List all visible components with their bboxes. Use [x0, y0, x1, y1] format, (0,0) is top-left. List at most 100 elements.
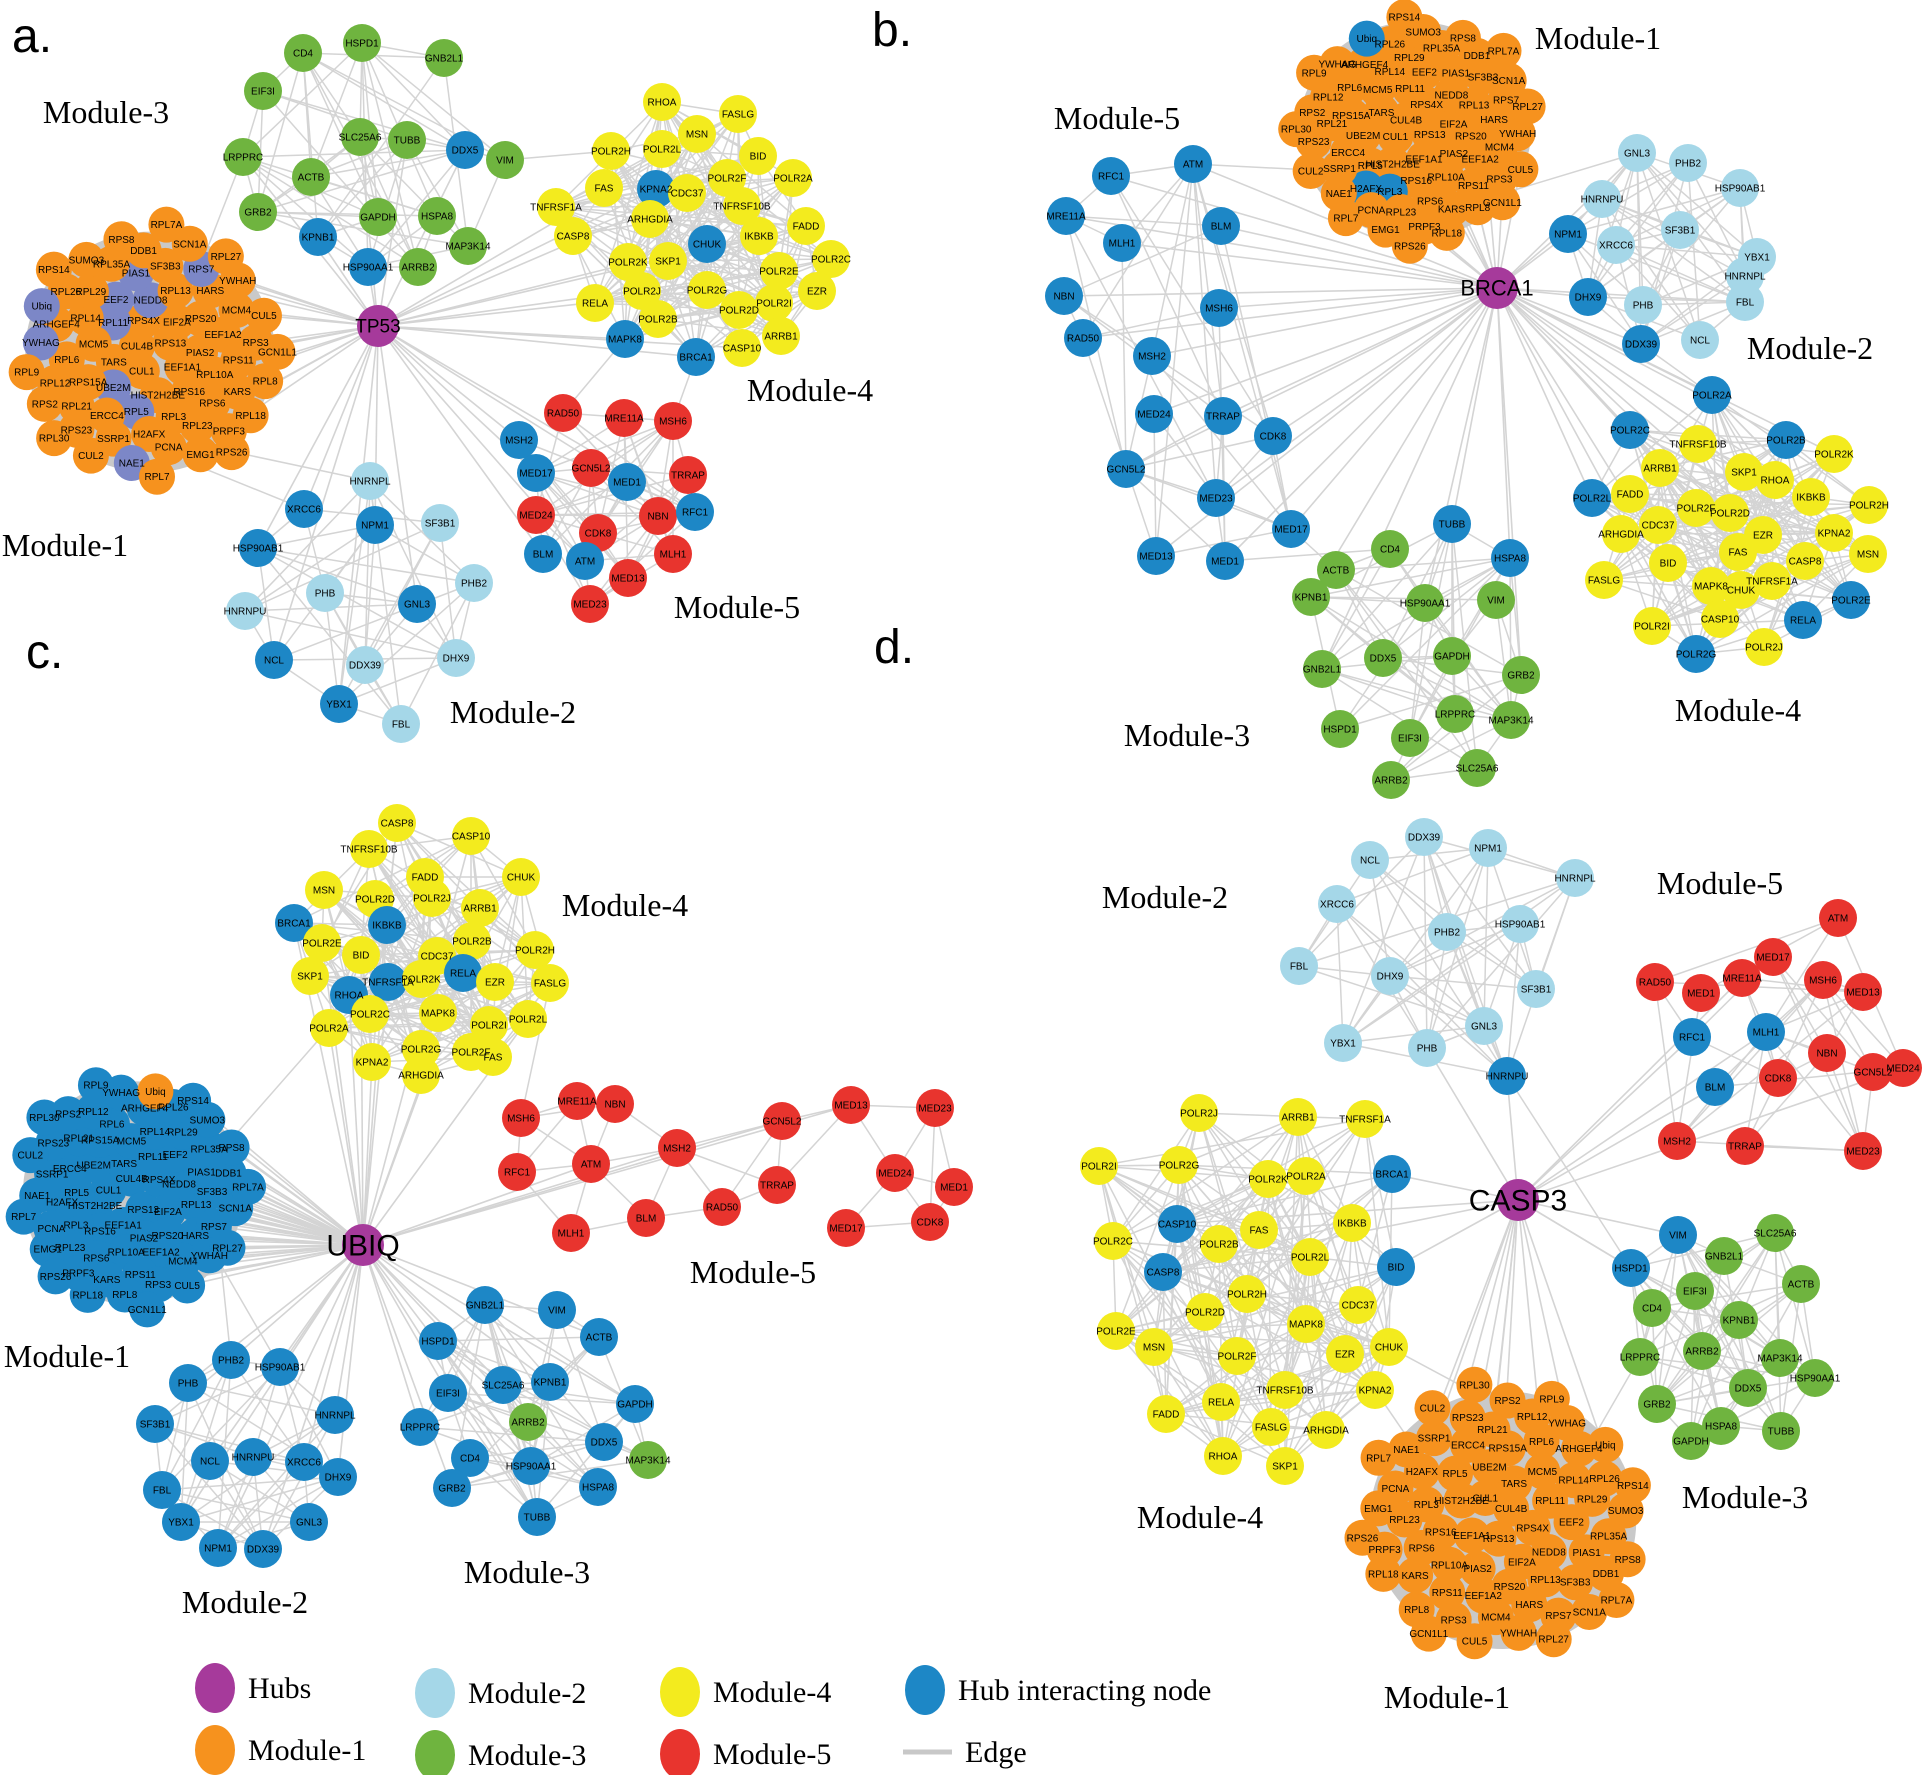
gene-label: YWHAH	[219, 276, 256, 287]
gene-label: EIF2A	[1440, 120, 1468, 131]
gene-node	[1524, 1453, 1561, 1490]
gene-node	[1491, 539, 1529, 577]
gene-node	[1489, 1382, 1526, 1419]
gene-label: POLR2K	[401, 975, 441, 986]
gene-label: SSRP1	[97, 434, 130, 445]
gene-label: H2AFX	[133, 430, 166, 441]
gene-node	[1612, 1249, 1650, 1287]
gene-label: HSPD1	[1323, 725, 1357, 736]
gene-label: VIM	[1669, 1231, 1687, 1242]
gene-label: MRE11A	[1046, 212, 1086, 223]
gene-label: CDK8	[917, 1218, 944, 1229]
gene-label: HSP90AA1	[1400, 599, 1451, 610]
gene-node	[502, 1099, 540, 1137]
gene-label: RPL23	[182, 421, 213, 432]
gene-label: LRPPRC	[1620, 1353, 1661, 1364]
gene-label: TRRAP	[1728, 1142, 1762, 1153]
gene-label: POLR2J	[623, 287, 661, 298]
gene-node	[1228, 1275, 1266, 1313]
gene-label: UBE2M	[76, 1160, 110, 1171]
gene-label: RPL29	[167, 1127, 198, 1138]
gene-label: H2AFX	[1350, 184, 1383, 195]
gene-node	[669, 456, 707, 494]
gene-node	[1477, 581, 1515, 619]
gene-node	[1047, 197, 1085, 235]
gene-label: KARS	[1402, 1571, 1430, 1582]
gene-label: CHUK	[507, 873, 536, 884]
gene-label: TRRAP	[671, 471, 705, 482]
gene-label: PHB	[178, 1379, 199, 1390]
gene-label: POLR2E	[759, 267, 799, 278]
gene-label: RPS15A	[1332, 111, 1371, 122]
gene-node	[1530, 1533, 1567, 1570]
gene-node	[1762, 1412, 1800, 1450]
gene-label: RPS11	[125, 1270, 156, 1281]
legend-label: Module-5	[713, 1738, 831, 1771]
gene-node	[512, 1447, 550, 1485]
gene-label: HSPD1	[421, 1337, 455, 1348]
gene-label: CUL1	[1473, 1494, 1499, 1505]
gene-label: KPNB1	[302, 233, 335, 244]
module-label: Module-1	[1384, 1679, 1510, 1715]
gene-node	[77, 1067, 114, 1104]
gene-node	[1693, 376, 1731, 414]
gene-label: EZR	[1335, 1350, 1355, 1361]
gene-node	[1792, 478, 1830, 516]
module-label: Module-1	[1535, 20, 1661, 56]
gene-label: RELA	[1790, 616, 1816, 627]
gene-label: HNRNPU	[1486, 1072, 1529, 1083]
gene-label: RPS11	[1458, 181, 1489, 192]
gene-node	[1307, 1411, 1345, 1449]
gene-label: CUL4B	[116, 1174, 149, 1185]
gene-label: EEF2	[1412, 67, 1437, 78]
gene-node	[22, 324, 59, 361]
gene-node	[232, 397, 269, 434]
gene-node	[1397, 1557, 1434, 1594]
gene-node	[1456, 1623, 1493, 1660]
gene-label: DDX39	[1408, 833, 1441, 844]
gene-label: RPS23	[1298, 137, 1330, 148]
hub-label: UBIQ	[326, 1230, 399, 1263]
gene-label: ATM	[581, 1160, 601, 1171]
gene-label: POLR2E	[302, 939, 342, 950]
gene-label: HSP90AA1	[506, 1462, 557, 1473]
gene-node	[1107, 450, 1145, 488]
gene-node	[179, 407, 216, 444]
gene-node	[1204, 397, 1242, 435]
gene-node	[1754, 938, 1792, 976]
gene-label: POLR2H	[1227, 1290, 1267, 1301]
gene-label: RPL5	[124, 407, 149, 418]
gene-label: XRCC6	[1320, 900, 1354, 911]
gene-node	[1202, 207, 1240, 245]
gene-label: CUL5	[251, 311, 277, 322]
gene-label: RPS26	[1394, 241, 1426, 252]
gene-label: FADD	[412, 873, 439, 884]
module-label: Module-4	[1137, 1499, 1263, 1535]
gene-label: PHB	[1633, 301, 1654, 312]
gene-label: RPL6	[1337, 83, 1362, 94]
module-label: Module-2	[1747, 330, 1873, 366]
gene-node	[1200, 289, 1238, 327]
gene-label: YWHAG	[1548, 1418, 1586, 1429]
gene-label: LRPPRC	[1435, 710, 1476, 721]
gene-label: MED1	[1211, 557, 1239, 568]
gene-label: GNL3	[296, 1518, 323, 1529]
gene-label: RPL13	[1530, 1575, 1561, 1586]
panel-d: DDX39NPM1NCLHNRNPLXRCC6PHB2HSP90AB1FBLDH…	[874, 621, 1922, 1715]
gene-label: NCL	[1690, 336, 1710, 347]
gene-node	[1360, 1490, 1397, 1527]
gene-node	[1614, 1467, 1651, 1504]
gene-node	[419, 1322, 457, 1360]
gene-label: DDB1	[1464, 51, 1491, 62]
gene-node	[518, 1498, 556, 1536]
gene-node	[1598, 1582, 1635, 1619]
module-label: Module-5	[1054, 100, 1180, 136]
gene-node	[1436, 695, 1474, 733]
gene-node	[1278, 111, 1315, 148]
gene-label: POLR2L	[1573, 494, 1612, 505]
gene-label: RPL35A	[191, 1144, 229, 1155]
gene-label: NAE1	[1393, 1445, 1420, 1456]
gene-node	[1408, 1029, 1446, 1067]
gene-node	[418, 197, 456, 235]
gene-node	[637, 170, 675, 208]
